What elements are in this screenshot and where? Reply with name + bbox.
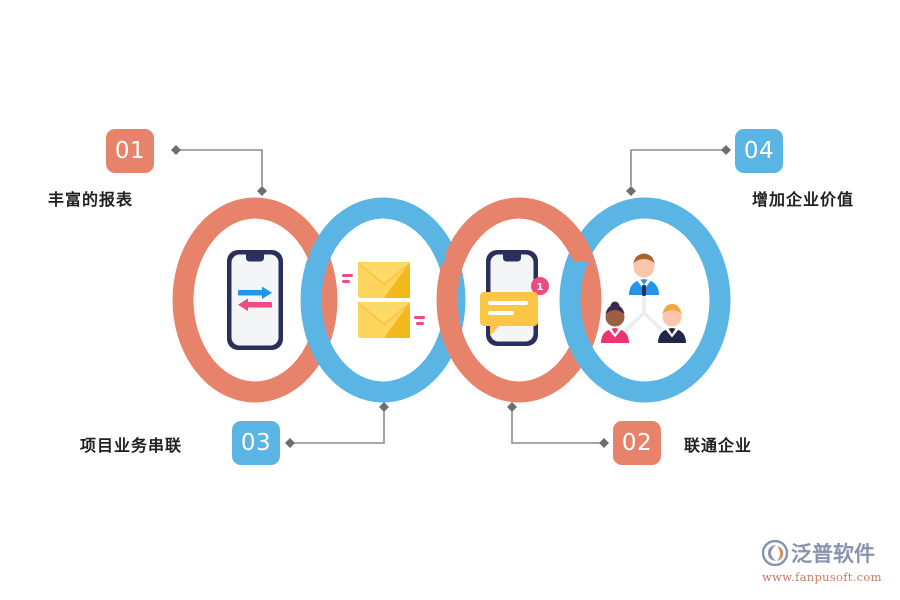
- dash-mark: [414, 316, 425, 325]
- notification-badge: [531, 277, 549, 295]
- watermark-url: www.fanpusoft.com: [762, 570, 882, 584]
- fanpu-leaf-logo-icon: [762, 540, 788, 566]
- step-badge-01[interactable]: 01: [106, 129, 154, 173]
- watermark-brand: 泛普软件: [791, 542, 875, 566]
- step-badge-03[interactable]: 03: [232, 421, 280, 465]
- envelope-bottom: [358, 302, 410, 338]
- person-bottom-left: [601, 301, 629, 343]
- dash-mark: [342, 274, 353, 283]
- team-network-icon: [592, 245, 696, 355]
- ring-3-overlap-arc: [445, 200, 596, 262]
- person-top: [629, 253, 659, 296]
- org-links: [623, 291, 665, 333]
- step-label-04: 增加企业价值: [752, 190, 855, 209]
- step-badge-02[interactable]: 02: [613, 421, 661, 465]
- phone-data-exchange-icon: [214, 245, 296, 355]
- step-label-02: 联通企业: [684, 436, 753, 455]
- ring-2-overlap-arc: [310, 200, 460, 262]
- phone-message-notification-icon: 1: [476, 245, 562, 355]
- ring-1-overlap-arc: [180, 200, 332, 262]
- two-envelopes-icon: [340, 245, 426, 355]
- step-badge-04[interactable]: 04: [735, 129, 783, 173]
- ring-4: [559, 197, 731, 403]
- step-label-01: 丰富的报表: [48, 190, 134, 209]
- envelope-top: [358, 262, 410, 298]
- chat-bubble: [480, 292, 538, 336]
- step-label-03: 项目业务串联: [80, 436, 183, 455]
- svg-text:1: 1: [537, 282, 544, 293]
- person-bottom-right: [658, 304, 686, 343]
- watermark: 泛普软件 www.fanpusoft.com: [762, 538, 890, 590]
